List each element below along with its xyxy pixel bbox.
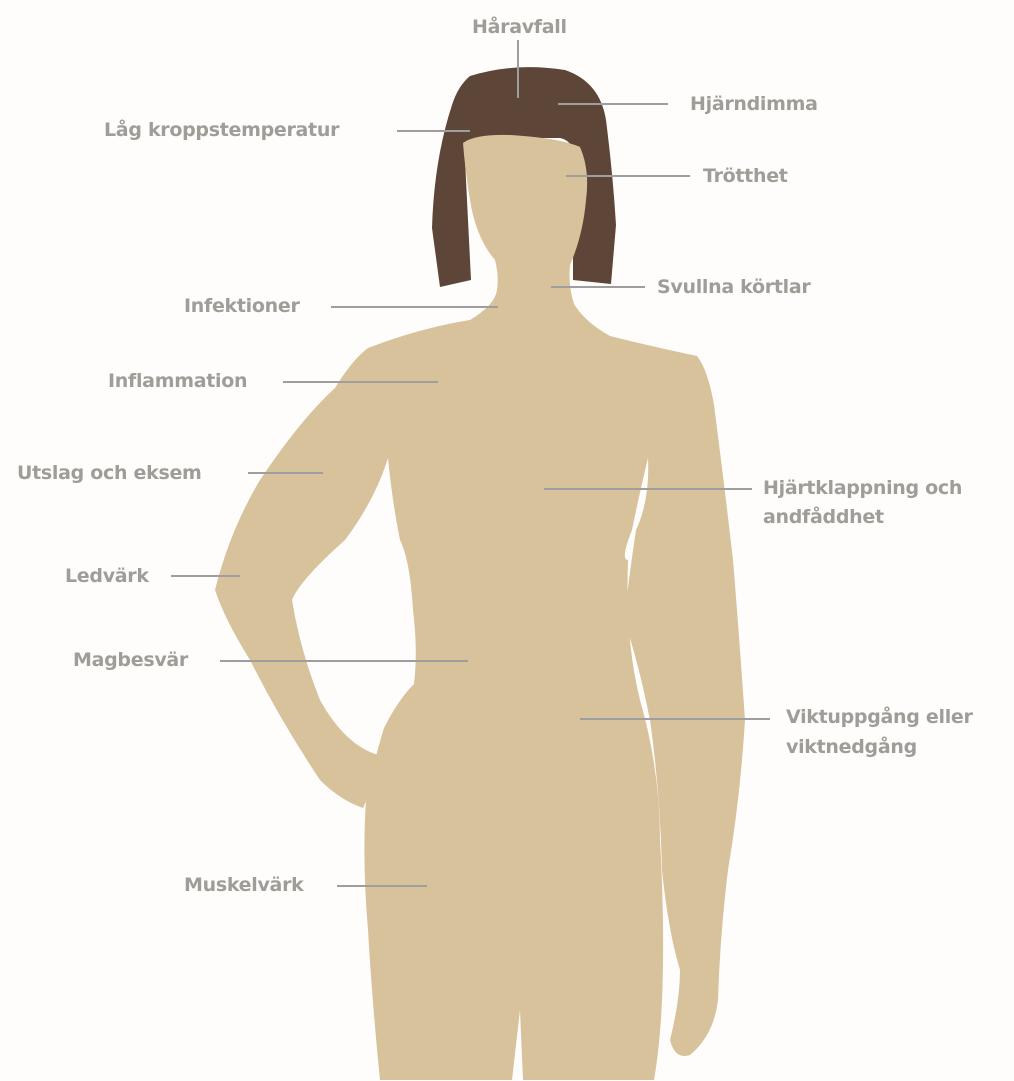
label-utslag-och-eksem: Utslag och eksem: [17, 459, 202, 488]
label-ledvark: Ledvärk: [65, 562, 149, 591]
label-hjarndimma: Hjärndimma: [690, 90, 818, 119]
label-muskelvark: Muskelvärk: [184, 871, 303, 900]
label-svullna-kortlar: Svullna körtlar: [657, 273, 810, 302]
label-viktuppgang-eller: Viktuppgång eller: [786, 703, 973, 732]
label-trotthet: Trötthet: [703, 162, 788, 191]
label-hjartklappning-och: Hjärtklappning och: [763, 474, 962, 503]
label-haravfall: Håravfall: [472, 13, 567, 42]
label-viktnedgang: viktnedgång: [786, 733, 917, 762]
label-lag-kroppstemperatur: Låg kroppstemperatur: [104, 116, 339, 145]
label-infektioner: Infektioner: [184, 292, 300, 321]
label-andfaddhet: andfåddhet: [763, 503, 884, 532]
label-magbesvar: Magbesvär: [73, 646, 188, 675]
label-inflammation: Inflammation: [108, 367, 247, 396]
